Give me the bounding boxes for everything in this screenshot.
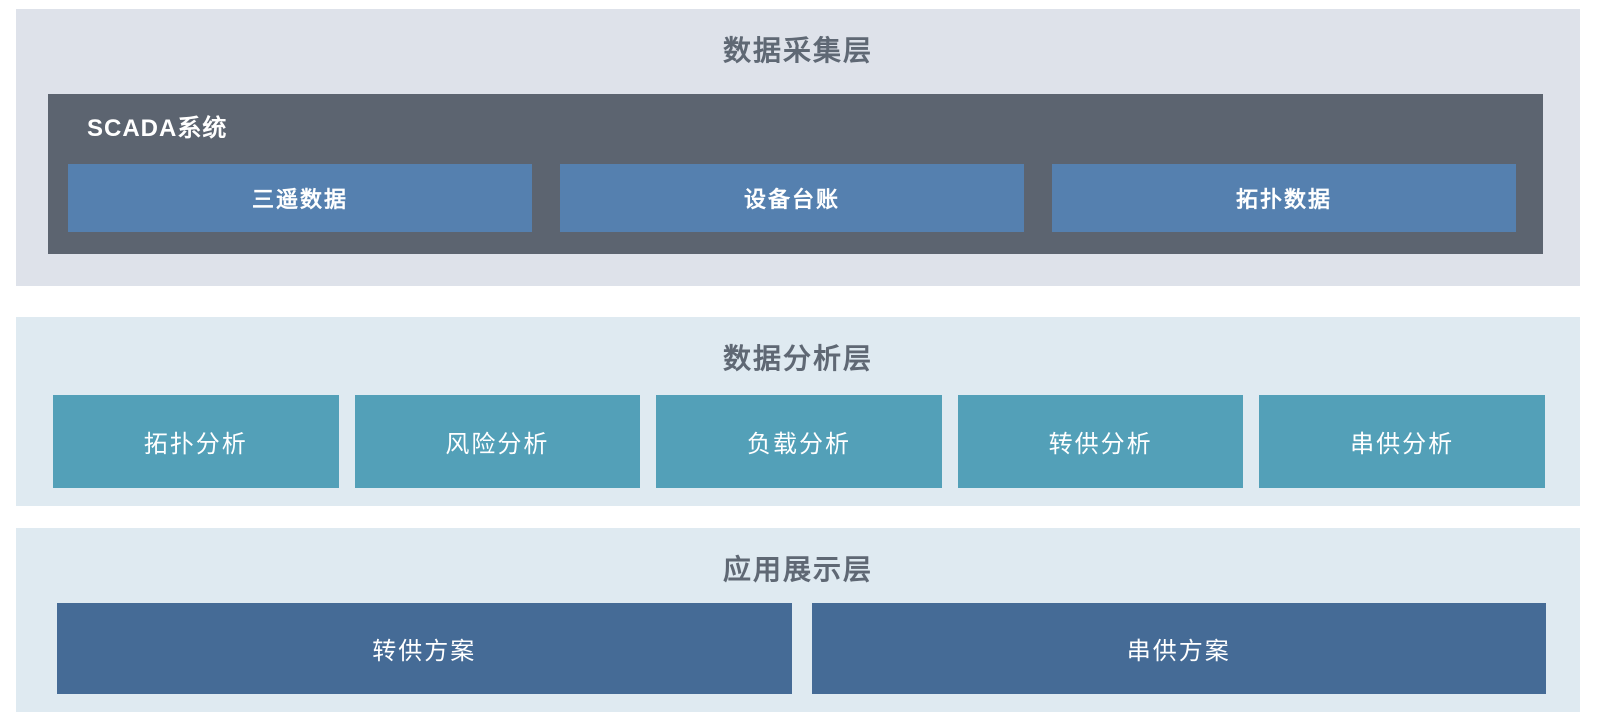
scada-system-label: SCADA系统 xyxy=(87,115,228,142)
analysis-row: 拓扑分析 风险分析 负载分析 转供分析 串供分析 xyxy=(53,395,1545,488)
box-series-supply-scheme: 串供方案 xyxy=(811,603,1546,694)
box-load-analysis: 负载分析 xyxy=(656,395,942,488)
box-three-remote-data: 三遥数据 xyxy=(68,164,532,232)
box-topology-data: 拓扑数据 xyxy=(1052,164,1516,232)
box-topology-analysis: 拓扑分析 xyxy=(53,395,339,488)
box-series-supply-analysis: 串供分析 xyxy=(1259,395,1545,488)
box-transfer-supply-scheme: 转供方案 xyxy=(57,603,792,694)
box-transfer-supply-analysis: 转供分析 xyxy=(957,395,1244,488)
layer-data-analysis: 数据分析层 拓扑分析 风险分析 负载分析 转供分析 串供分析 xyxy=(16,317,1580,506)
layer-title-application-display: 应用展示层 xyxy=(722,554,873,585)
box-equipment-ledger: 设备台账 xyxy=(560,164,1024,232)
layer-title-data-collection: 数据采集层 xyxy=(722,35,873,66)
box-risk-analysis: 风险分析 xyxy=(354,395,641,488)
layer-application-display: 应用展示层 转供方案 串供方案 xyxy=(16,528,1580,712)
scheme-row: 转供方案 串供方案 xyxy=(57,603,1546,694)
layer-title-data-analysis: 数据分析层 xyxy=(722,343,873,374)
scada-system-container: SCADA系统 三遥数据 设备台账 拓扑数据 xyxy=(48,94,1543,254)
layer-data-collection: 数据采集层 SCADA系统 三遥数据 设备台账 拓扑数据 xyxy=(16,9,1580,286)
scada-data-row: 三遥数据 设备台账 拓扑数据 xyxy=(68,164,1516,232)
